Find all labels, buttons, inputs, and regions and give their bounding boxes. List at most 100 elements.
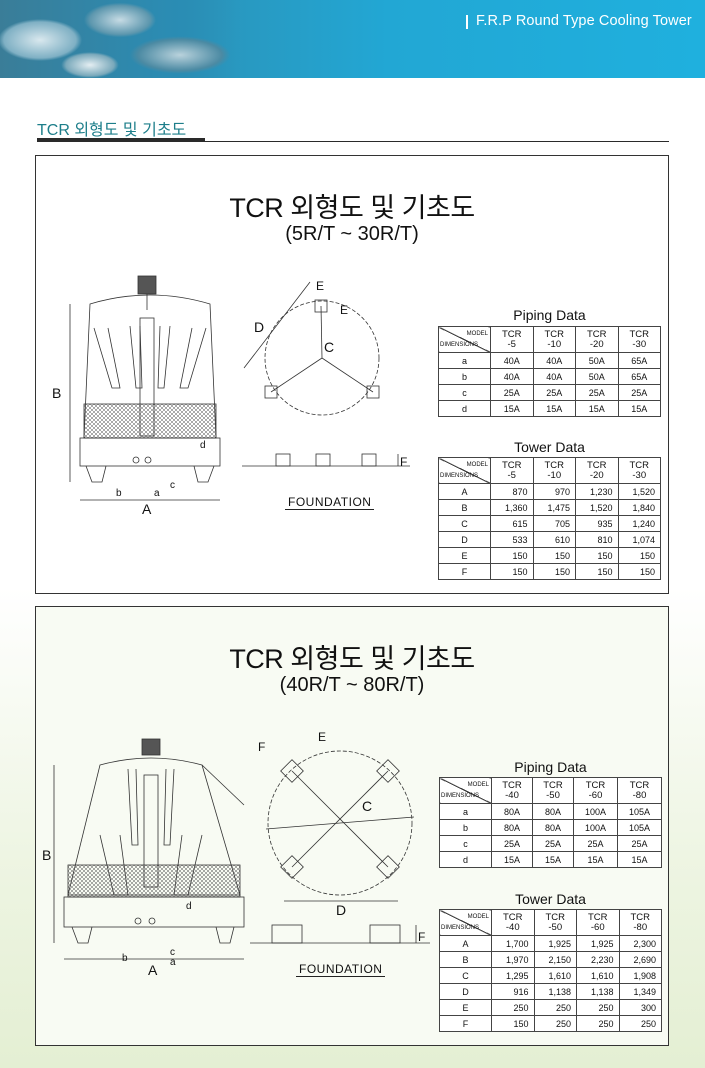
cell: 25A xyxy=(617,384,661,401)
cell: 250 xyxy=(533,1015,577,1032)
cell: 100A xyxy=(573,803,618,820)
label-c: c xyxy=(170,947,175,958)
cell: 1,970 xyxy=(491,951,535,968)
cell: 25A xyxy=(616,835,663,852)
drawing-panel-small: TCR 외형도 및 기초도 (5R/T ~ 30R/T) B xyxy=(35,155,669,594)
label-F: F xyxy=(400,455,407,469)
label-F: F xyxy=(418,930,425,944)
foundation-side-drawing: F xyxy=(242,453,410,469)
cell: 150 xyxy=(575,563,619,580)
panel-title: TCR 외형도 및 기초도 xyxy=(229,644,475,674)
row-label: C xyxy=(439,967,492,984)
cell: 250 xyxy=(533,999,577,1016)
cell: 1,074 xyxy=(617,531,661,548)
section-divider xyxy=(37,141,669,142)
cell: 705 xyxy=(532,515,576,532)
row-label: E xyxy=(439,999,492,1016)
tower-elevation-drawing: B A b a c d xyxy=(42,738,245,978)
cell: 1,295 xyxy=(491,967,535,984)
row-label: A xyxy=(439,935,492,952)
banner-photo xyxy=(0,0,240,78)
row-label: a xyxy=(439,803,492,820)
model-header: TCR -60 xyxy=(573,777,618,804)
label-A: A xyxy=(148,962,158,978)
label-b: b xyxy=(116,488,122,499)
cell: 80A xyxy=(532,803,574,820)
table-row: B 1,970 2,150 2,230 2,690 xyxy=(439,951,662,968)
cell: 1,520 xyxy=(617,483,661,500)
model-header: TCR -80 xyxy=(616,777,663,804)
table-row: B 1,360 1,475 1,520 1,840 xyxy=(438,499,661,516)
cell: 15A xyxy=(617,400,661,417)
cell: 150 xyxy=(491,1015,535,1032)
cell: 2,300 xyxy=(618,935,662,952)
table-row: d 15A 15A 15A 15A xyxy=(438,400,661,417)
cell: 100A xyxy=(573,819,618,836)
model-header: TCR -5 xyxy=(490,457,534,484)
cell: 80A xyxy=(532,819,574,836)
label-D: D xyxy=(336,902,346,915)
cell: 1,908 xyxy=(618,967,662,984)
row-label: B xyxy=(438,499,491,516)
piping-data-title: Piping Data xyxy=(514,759,587,775)
row-label: F xyxy=(439,1015,492,1032)
label-F-plan: F xyxy=(258,740,265,754)
cell: 250 xyxy=(491,999,535,1016)
row-label: B xyxy=(439,951,492,968)
tower-data-title: Tower Data xyxy=(514,439,585,455)
row-label: d xyxy=(438,400,491,417)
label-C: C xyxy=(362,798,372,814)
cell: 65A xyxy=(617,352,661,369)
label-E-plan: E xyxy=(318,730,326,744)
row-label: b xyxy=(438,368,491,385)
model-header: TCR -20 xyxy=(575,326,619,353)
cell: 1,138 xyxy=(533,983,577,1000)
cell: 2,230 xyxy=(576,951,620,968)
table-row: A 1,700 1,925 1,925 2,300 xyxy=(439,935,662,952)
label-a: a xyxy=(170,957,176,968)
cell: 2,690 xyxy=(618,951,662,968)
row-label: E xyxy=(438,547,491,564)
cell: 50A xyxy=(575,368,619,385)
cell: 610 xyxy=(532,531,576,548)
foundation-label: FOUNDATION xyxy=(296,962,386,977)
cell: 970 xyxy=(532,483,576,500)
cell: 300 xyxy=(618,999,662,1016)
row-label: D xyxy=(439,983,492,1000)
table-row: c 25A 25A 25A 25A xyxy=(438,384,661,401)
row-label: C xyxy=(438,515,491,532)
model-header: TCR -50 xyxy=(532,777,574,804)
model-header: TCR -30 xyxy=(617,457,661,484)
cell: 15A xyxy=(573,851,618,868)
panel-subtitle: (5R/T ~ 30R/T) xyxy=(285,223,419,245)
table-row: E 250 250 250 300 xyxy=(439,999,662,1016)
cell: 40A xyxy=(490,368,534,385)
table-row: a 40A 40A 50A 65A xyxy=(438,352,661,369)
label-A: A xyxy=(142,501,152,517)
cell: 810 xyxy=(575,531,619,548)
model-header: TCR -30 xyxy=(617,326,661,353)
label-B: B xyxy=(42,847,51,863)
cell: 1,349 xyxy=(618,983,662,1000)
cell: 870 xyxy=(490,483,534,500)
section-title: TCR 외형도 및 기초도 xyxy=(37,122,187,139)
table-row: E 150 150 150 150 xyxy=(438,547,661,564)
cell: 80A xyxy=(491,803,533,820)
tower-elevation-drawing: B A b a c d xyxy=(52,275,221,517)
drawing-panel-large: TCR 외형도 및 기초도 (40R/T ~ 80R/T) B xyxy=(35,606,669,1046)
cell: 50A xyxy=(575,352,619,369)
foundation-label: FOUNDATION xyxy=(285,495,375,510)
panel-title: TCR 외형도 및 기초도 xyxy=(229,193,475,223)
cell: 250 xyxy=(618,1015,662,1032)
cell: 615 xyxy=(490,515,534,532)
model-header: TCR -20 xyxy=(575,457,619,484)
cell: 150 xyxy=(617,563,661,580)
cell: 1,925 xyxy=(576,935,620,952)
row-label: b xyxy=(439,819,492,836)
table-row: A 870 970 1,230 1,520 xyxy=(438,483,661,500)
tower-data-title: Tower Data xyxy=(515,891,586,907)
cell: 40A xyxy=(532,368,576,385)
cell: 150 xyxy=(532,547,576,564)
